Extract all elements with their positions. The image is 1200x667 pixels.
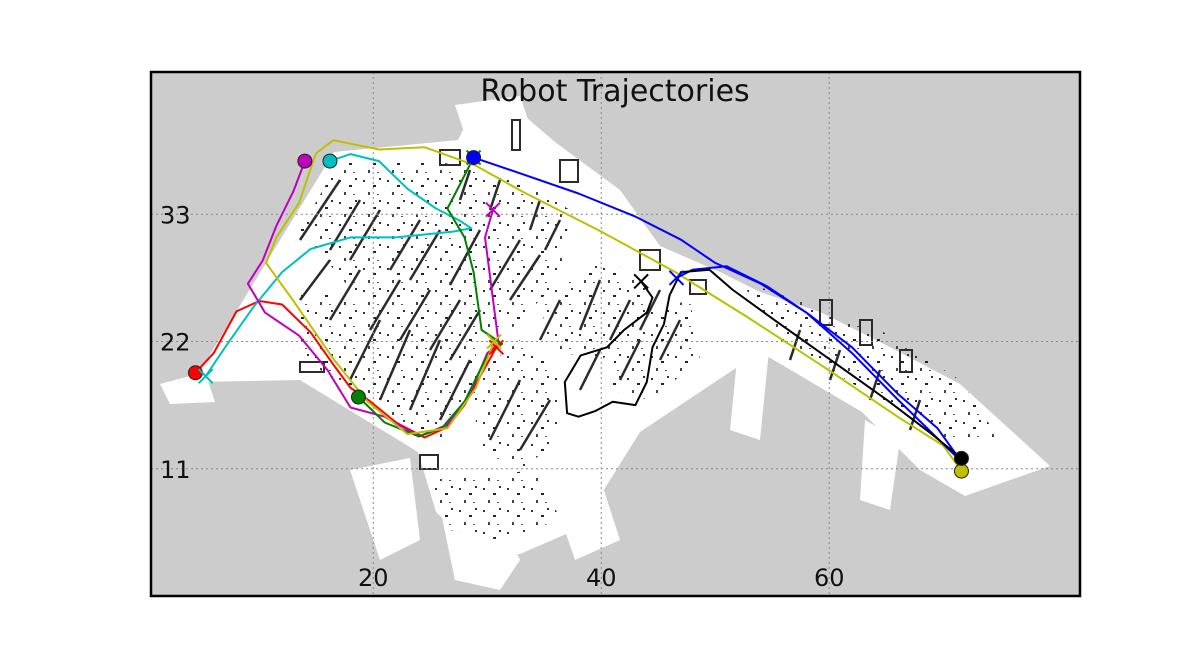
x-tick-label: 60 [814,564,845,592]
end-marker-3 [485,201,501,218]
end-marker-5 [486,333,502,350]
start-marker-5 [953,463,969,479]
trajectory-line-7 [563,268,963,460]
start-marker-1 [187,365,203,381]
start-marker-6 [466,150,482,166]
x-tick-label: 20 [358,564,389,592]
trajectory-line-4 [357,157,504,438]
y-tick-label: 33 [160,201,191,229]
end-marker-2 [198,368,214,384]
y-tick-label: 22 [160,329,191,357]
end-marker-6 [668,270,685,286]
markers-layer [187,149,969,479]
start-marker-2 [322,153,338,169]
end-marker-7 [633,273,649,290]
tick-labels: 20 40 60 11 22 33 [160,201,845,592]
start-marker-4 [350,389,366,405]
x-tick-label: 40 [586,564,617,592]
chart-title: Robot Trajectories [480,74,749,109]
y-tick-label: 11 [160,456,191,484]
trajectory-line-5 [265,139,963,472]
plot-frame [149,70,1082,598]
start-marker-3 [297,153,313,169]
start-marker-7 [953,450,969,466]
series-layer [194,139,963,472]
trajectory-line-6 [473,156,963,463]
trajectory-line-2 [204,153,473,377]
occupancy-map [160,96,1050,590]
